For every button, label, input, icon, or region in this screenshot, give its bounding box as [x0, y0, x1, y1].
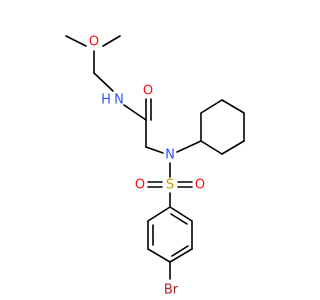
structure-canvas: O N H O N O S O Br [65, 35, 245, 298]
bond [123, 104, 147, 121]
bond [171, 245, 189, 257]
bond [147, 248, 171, 263]
bond [221, 140, 245, 155]
atom-label-o-sulfonyl-right: O [195, 178, 205, 193]
bond [145, 146, 164, 154]
molecule-diagram: O N H O N O S O Br [65, 35, 245, 298]
bond [169, 248, 193, 263]
atom-label-n-amide: N [114, 93, 124, 108]
atom-label-o-methoxy: O [89, 35, 99, 50]
atom-label-h-amide: H [101, 93, 111, 108]
bond [170, 213, 188, 225]
atom-label-o-sulfonyl-left: O [135, 178, 145, 193]
atom-label-s-sulfonyl: S [166, 178, 174, 193]
bond [102, 35, 121, 47]
bond [200, 99, 223, 114]
bond [200, 140, 223, 155]
bond [147, 206, 171, 222]
atom-label-br: Br [164, 283, 179, 298]
bond [93, 72, 114, 92]
bond [221, 99, 245, 114]
bond [169, 206, 193, 222]
atom-label-o-carbonyl: O [143, 84, 153, 99]
bond [65, 35, 87, 47]
bond [176, 140, 202, 153]
atom-label-n-sulfonamide: N [165, 148, 175, 163]
